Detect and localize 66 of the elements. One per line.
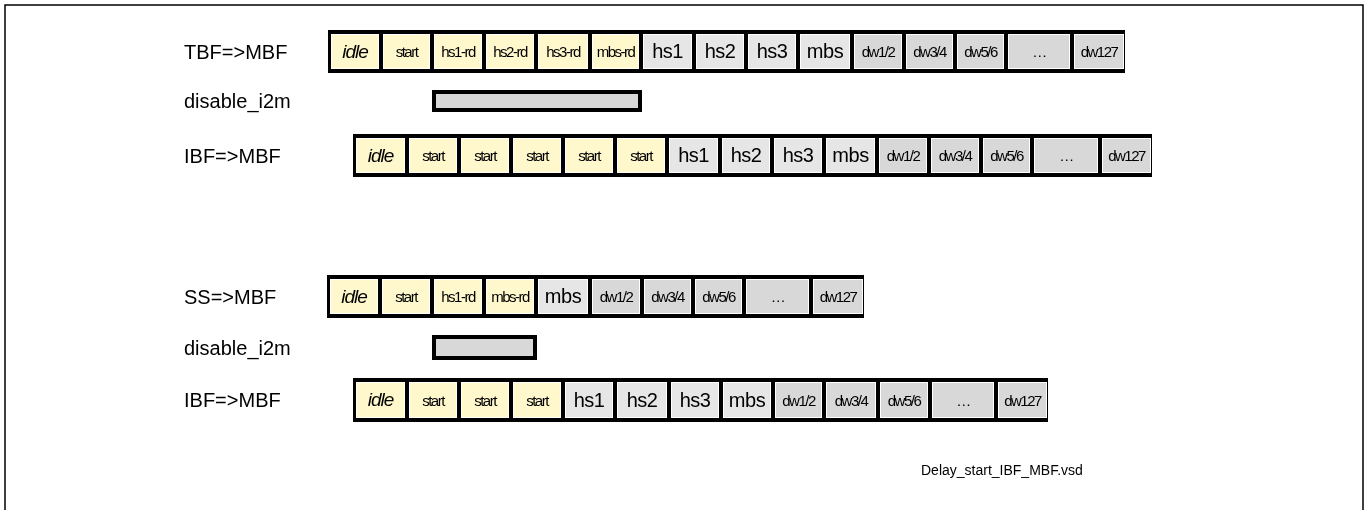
state-cell: start — [513, 382, 561, 418]
state-cell: idle — [330, 279, 378, 314]
state-cell: … — [1008, 34, 1070, 69]
state-cell: dw127 — [1102, 138, 1151, 173]
state-cell: hs1 — [643, 34, 692, 69]
state-cell: … — [932, 382, 994, 418]
state-cell: hs2-rd — [486, 34, 534, 69]
state-cell: start — [513, 138, 561, 173]
state-cell: mbs — [723, 382, 771, 418]
state-cell: … — [1034, 138, 1098, 173]
timing-row-bar — [353, 134, 1152, 177]
file-name-note: Delay_start_IBF_MBF.vsd — [921, 462, 1083, 478]
state-cell: start — [382, 279, 430, 314]
disable-bar — [432, 90, 642, 112]
state-cell: dw5/6 — [957, 34, 1004, 69]
state-cell: dw3/4 — [644, 279, 691, 314]
state-cell: mbs — [826, 138, 875, 173]
state-cell: dw1/2 — [879, 138, 927, 173]
state-cell: hs3 — [671, 382, 719, 418]
state-cell: mbs — [538, 279, 588, 314]
state-cell: idle — [331, 34, 379, 69]
state-cell: mbs-rd — [592, 34, 639, 69]
state-cell: dw127 — [813, 279, 863, 314]
state-cell: start — [565, 138, 613, 173]
state-cell: mbs-rd — [486, 279, 534, 314]
signal-name: disable_i2m — [184, 89, 291, 113]
state-cell: … — [746, 279, 809, 314]
state-cell: start — [409, 382, 457, 418]
state-cell: hs1 — [565, 382, 613, 418]
timing-row-bar — [327, 275, 864, 318]
state-cell: dw5/6 — [880, 382, 928, 418]
state-cell: hs1-rd — [434, 279, 482, 314]
timing-row-bar — [328, 30, 1125, 73]
state-cell: mbs — [800, 34, 850, 69]
state-cell: dw127 — [1074, 34, 1124, 69]
state-cell: hs2 — [722, 138, 770, 173]
state-cell: start — [409, 138, 457, 173]
state-cell: hs2 — [617, 382, 667, 418]
disable-bar — [432, 335, 537, 360]
state-cell: dw1/2 — [592, 279, 640, 314]
state-cell: dw1/2 — [854, 34, 902, 69]
state-cell: hs3 — [748, 34, 796, 69]
signal-name: IBF=>MBF — [184, 388, 281, 412]
signal-name: SS=>MBF — [184, 285, 277, 309]
state-cell: dw5/6 — [983, 138, 1030, 173]
state-cell: hs3-rd — [538, 34, 588, 69]
state-cell: dw3/4 — [931, 138, 979, 173]
state-cell: dw3/4 — [826, 382, 876, 418]
state-cell: start — [617, 138, 665, 173]
state-cell: idle — [356, 138, 405, 173]
state-cell: hs3 — [774, 138, 822, 173]
state-cell: dw5/6 — [695, 279, 742, 314]
signal-name: TBF=>MBF — [184, 40, 288, 64]
state-cell: hs2 — [696, 34, 744, 69]
state-cell: dw1/2 — [775, 382, 822, 418]
state-cell: dw3/4 — [906, 34, 953, 69]
signal-name: IBF=>MBF — [184, 144, 281, 168]
state-cell: start — [461, 138, 509, 173]
signal-name: disable_i2m — [184, 336, 291, 360]
state-cell: start — [461, 382, 509, 418]
state-cell: start — [383, 34, 430, 69]
state-cell: dw127 — [998, 382, 1047, 418]
state-cell: idle — [356, 382, 405, 418]
timing-row-bar — [353, 378, 1048, 422]
state-cell: hs1-rd — [434, 34, 482, 69]
state-cell: hs1 — [669, 138, 718, 173]
